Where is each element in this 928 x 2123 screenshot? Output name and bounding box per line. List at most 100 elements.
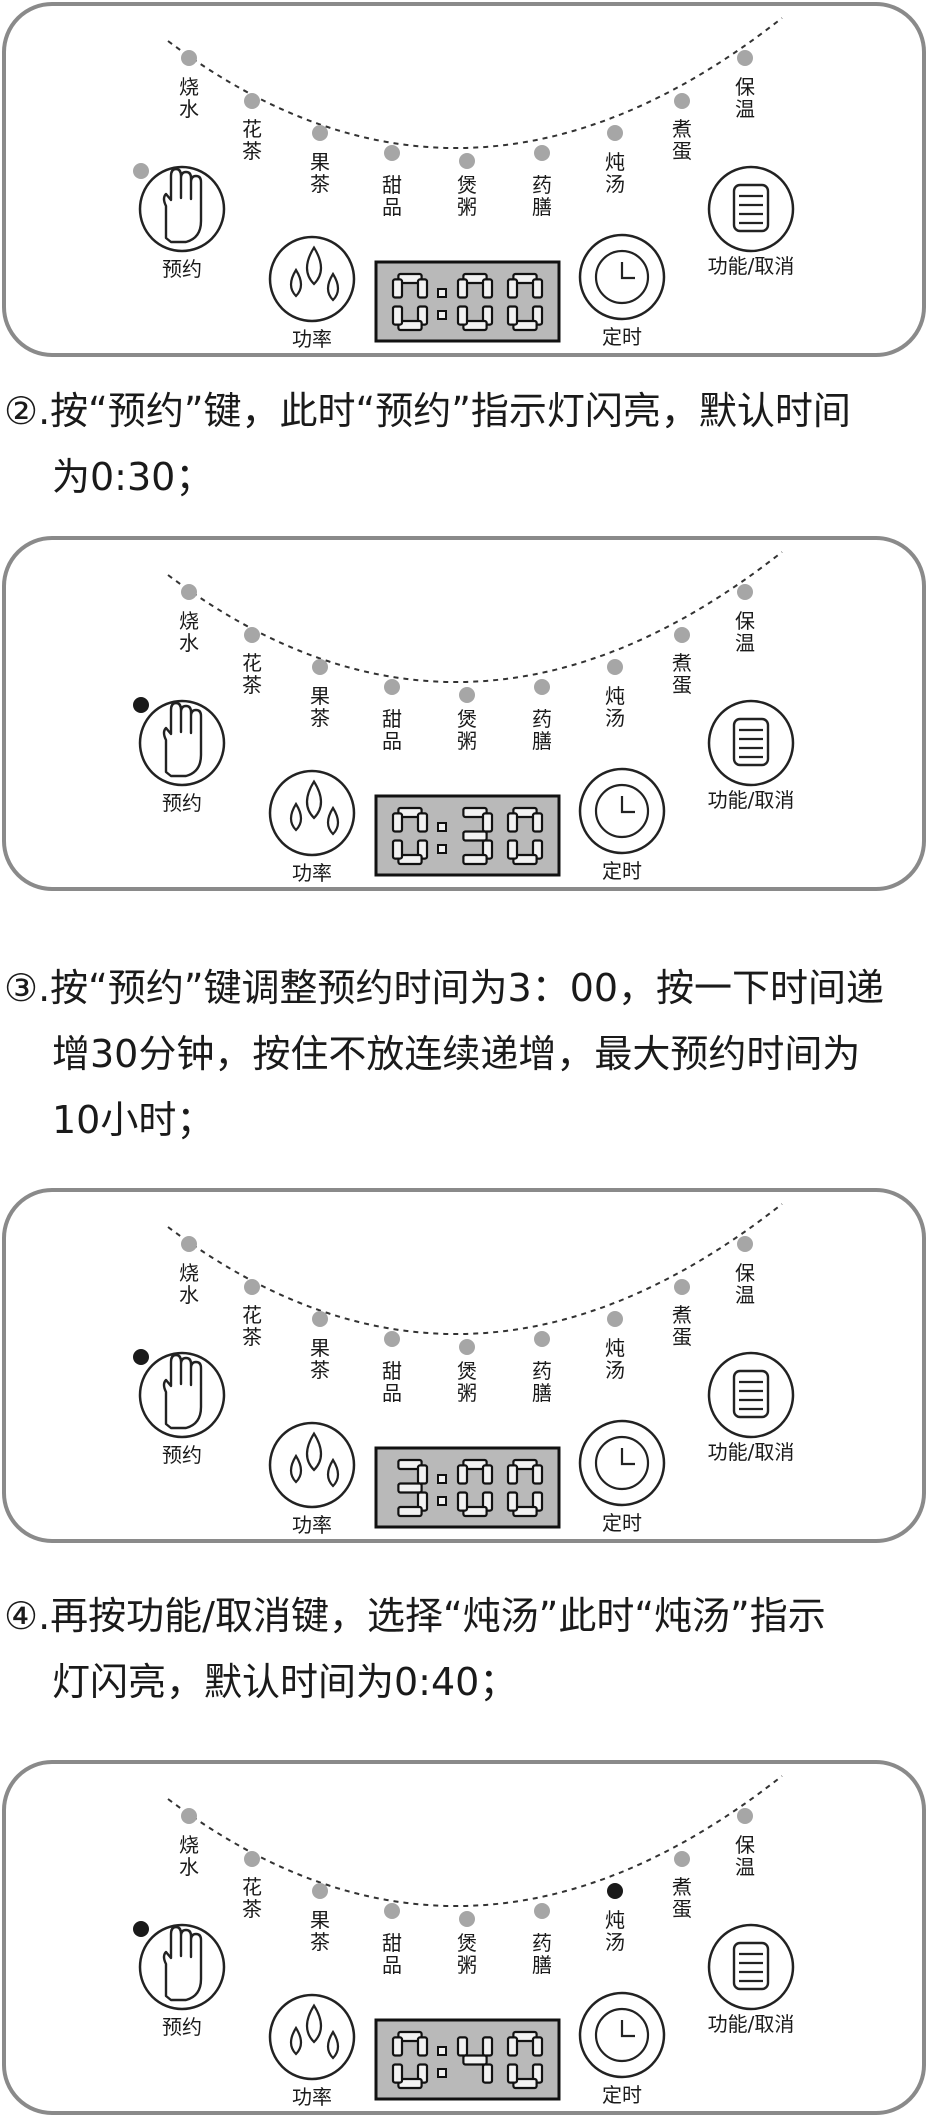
- indicator-light-fruit-tea: [312, 1883, 328, 1899]
- function-label-dessert: 甜品: [382, 173, 402, 219]
- lcd-digit-3: [506, 2030, 544, 2090]
- function-label-fruit-tea: 果茶: [310, 150, 330, 196]
- step-2-line1: ②.按“预约”键，此时“预约”指示灯闪亮，默认时间: [4, 389, 851, 433]
- step-4-caption: ④.再按功能/取消键，选择“炖汤”此时“炖汤”指示 灯闪亮，默认时间为0:40；: [4, 1583, 924, 1715]
- indicator-light-keep-warm: [737, 1808, 753, 1824]
- function-label-dessert: 甜品: [382, 1931, 402, 1977]
- clock-icon: [594, 783, 650, 839]
- lcd-display: 0:00: [374, 260, 561, 343]
- power-label: 功率: [292, 2085, 332, 2109]
- indicator-light-boil-water: [181, 584, 197, 600]
- reserve-indicator-light: [133, 163, 149, 179]
- lcd-digit-1: [391, 272, 429, 332]
- function-label-boil-egg: 煮蛋: [672, 117, 692, 163]
- reserve-button[interactable]: [138, 1351, 226, 1439]
- lcd-display: 0:40: [374, 2018, 561, 2101]
- indicator-light-flower-tea: [244, 93, 260, 109]
- indicator-light-dessert: [384, 679, 400, 695]
- menu-icon: [732, 1941, 770, 1991]
- indicator-light-flower-tea: [244, 1279, 260, 1295]
- indicator-light-herbal-soup: [534, 1331, 550, 1347]
- timer-button[interactable]: [578, 1991, 666, 2079]
- function-label-stew-soup: 炖汤: [605, 150, 625, 196]
- step-2-caption: ②.按“预约”键，此时“预约”指示灯闪亮，默认时间 为0:30；: [4, 378, 924, 510]
- indicator-light-stew-soup: [607, 125, 623, 141]
- timer-button[interactable]: [578, 233, 666, 321]
- power-button[interactable]: [268, 1993, 356, 2081]
- function-label-herbal-soup: 药膳: [532, 1359, 552, 1405]
- indicator-light-porridge: [459, 687, 475, 703]
- reserve-button[interactable]: [138, 165, 226, 253]
- function-label-porridge: 煲粥: [457, 1931, 477, 1977]
- lcd-digit-1: [391, 2030, 429, 2090]
- function-cancel-button[interactable]: [707, 699, 795, 787]
- function-label-boil-water: 烧水: [179, 609, 199, 655]
- hand-icon: [162, 701, 203, 778]
- lcd-digit-1: [391, 806, 429, 866]
- step-3-line1: ③.按“预约”键调整预约时间为3：00，按一下时间递: [4, 966, 885, 1010]
- power-label: 功率: [292, 1513, 332, 1537]
- function-cancel-button[interactable]: [707, 1351, 795, 1439]
- lcd-digit-3: [506, 806, 544, 866]
- indicator-light-herbal-soup: [534, 145, 550, 161]
- indicator-light-boil-egg: [674, 93, 690, 109]
- function-label-boil-water: 烧水: [179, 1261, 199, 1307]
- function-label-porridge: 煲粥: [457, 173, 477, 219]
- power-button[interactable]: [268, 769, 356, 857]
- indicator-light-fruit-tea: [312, 1311, 328, 1327]
- function-cancel-button[interactable]: [707, 165, 795, 253]
- lcd-digit-3: [506, 272, 544, 332]
- power-label: 功率: [292, 861, 332, 885]
- hand-icon: [162, 1353, 203, 1430]
- reserve-label: 预约: [162, 257, 202, 281]
- indicator-light-keep-warm: [737, 584, 753, 600]
- lcd-colon: [437, 2046, 447, 2078]
- indicator-light-herbal-soup: [534, 679, 550, 695]
- function-label-fruit-tea: 果茶: [310, 684, 330, 730]
- water-drops-icon: [289, 1431, 340, 1488]
- timer-button[interactable]: [578, 767, 666, 855]
- indicator-light-porridge: [459, 1911, 475, 1927]
- step-3-line2: 增30分钟，按住不放连续递增，最大预约时间为: [52, 1032, 861, 1076]
- function-label-herbal-soup: 药膳: [532, 1931, 552, 1977]
- power-button[interactable]: [268, 1421, 356, 1509]
- power-label: 功率: [292, 327, 332, 351]
- indicator-light-boil-water: [181, 50, 197, 66]
- reserve-indicator-light: [133, 1921, 149, 1937]
- function-cancel-button[interactable]: [707, 1923, 795, 2011]
- function-label-flower-tea: 花茶: [242, 117, 262, 163]
- indicator-light-boil-egg: [674, 1851, 690, 1867]
- panel-graphic-3: 烧水花茶果茶甜品煲粥药膳炖汤煮蛋保温预约功率3:00定时功能/取消: [133, 1203, 795, 1537]
- timer-label: 定时: [602, 1511, 642, 1535]
- function-label-porridge: 煲粥: [457, 707, 477, 753]
- function-label-herbal-soup: 药膳: [532, 707, 552, 753]
- lcd-digit-1: [397, 1458, 429, 1518]
- reserve-indicator-light: [133, 1349, 149, 1365]
- timer-button[interactable]: [578, 1419, 666, 1507]
- timer-label: 定时: [602, 2083, 642, 2107]
- function-label-fruit-tea: 果茶: [310, 1908, 330, 1954]
- control-panel-1: 烧水花茶果茶甜品煲粥药膳炖汤煮蛋保温预约功率0:00定时功能/取消: [2, 2, 926, 357]
- function-cancel-label: 功能/取消: [708, 2012, 795, 2036]
- water-drops-icon: [289, 2003, 340, 2060]
- function-label-flower-tea: 花茶: [242, 1303, 262, 1349]
- function-cancel-label: 功能/取消: [708, 1440, 795, 1464]
- lcd-digit-2: [456, 272, 494, 332]
- function-cancel-label: 功能/取消: [708, 254, 795, 278]
- reserve-button[interactable]: [138, 699, 226, 787]
- indicator-light-dessert: [384, 1903, 400, 1919]
- function-label-keep-warm: 保温: [735, 75, 755, 121]
- function-label-porridge: 煲粥: [457, 1359, 477, 1405]
- step-4-line1: ④.再按功能/取消键，选择“炖汤”此时“炖汤”指示: [4, 1594, 826, 1638]
- indicator-light-flower-tea: [244, 627, 260, 643]
- timer-label: 定时: [602, 859, 642, 883]
- function-label-boil-egg: 煮蛋: [672, 1303, 692, 1349]
- reserve-button[interactable]: [138, 1923, 226, 2011]
- menu-icon: [732, 1369, 770, 1419]
- power-button[interactable]: [268, 235, 356, 323]
- lcd-display: 3:00: [374, 1446, 561, 1529]
- lcd-digit-2: [462, 806, 494, 866]
- indicator-light-keep-warm: [737, 50, 753, 66]
- reserve-label: 预约: [162, 1443, 202, 1467]
- indicator-light-herbal-soup: [534, 1903, 550, 1919]
